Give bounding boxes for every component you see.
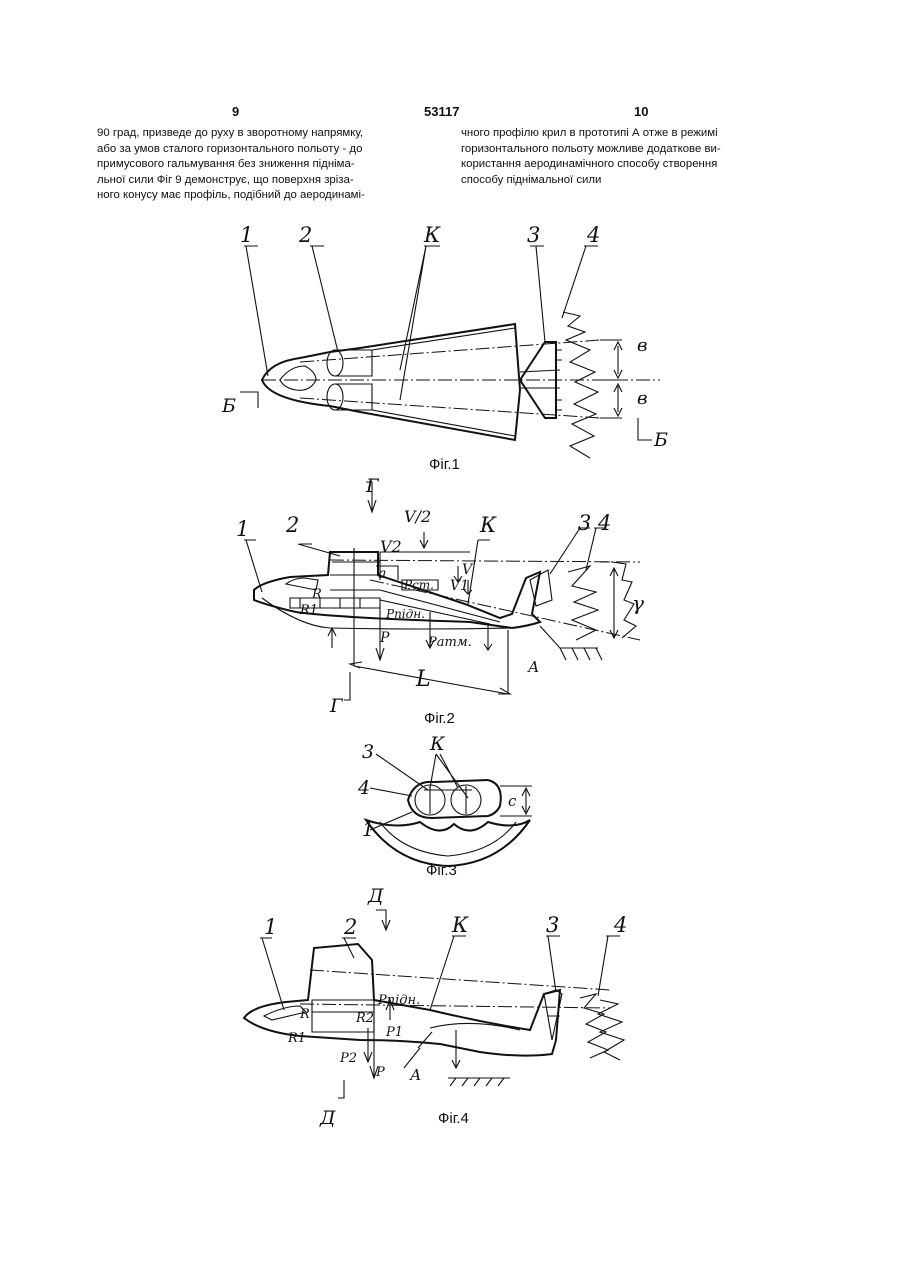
fig2-label-p: P xyxy=(379,630,390,646)
fig4-label-r1: R1 xyxy=(287,1031,306,1046)
fig4-label-r: R xyxy=(299,1007,310,1022)
fig4-label-4: 4 xyxy=(613,913,627,937)
fig3-label-1: 1 xyxy=(362,819,374,841)
fig2-label-3: 3 xyxy=(578,511,591,535)
fig3-label-c: с xyxy=(508,792,517,810)
fig4-drawing: 1 2 К 3 4 Д Д Pпідн. R2 R R1 P1 P2 P А xyxy=(244,885,627,1129)
fig4-label-p1: P1 xyxy=(385,1025,403,1040)
fig2-section-bottom: Г xyxy=(329,695,344,717)
fig2-label-4: 4 xyxy=(597,511,611,535)
fig2-label-l: L xyxy=(415,667,431,692)
fig1-label-1: 1 xyxy=(240,223,253,247)
fig2-label-a-ground: А xyxy=(527,658,539,676)
fig1-section-left: Б xyxy=(221,395,236,417)
fig2-label-v2: V2 xyxy=(380,537,402,556)
fig4-label-3: 3 xyxy=(546,913,559,937)
fig2-label-pst: Pст. xyxy=(403,578,434,592)
fig4-label-ppid: Pпідн. xyxy=(377,993,420,1008)
fig4-label-a-ground: А xyxy=(409,1066,421,1084)
fig2-label-ppid: Pпідн. xyxy=(385,607,425,621)
fig1-label-2: 2 xyxy=(298,223,312,247)
fig2-label-2: 2 xyxy=(285,513,299,537)
fig3-label-4: 4 xyxy=(357,777,370,799)
fig2-label-r1: R1 xyxy=(299,603,318,618)
fig4-label-p: P xyxy=(375,1065,385,1080)
fig2-label-k: К xyxy=(479,513,497,537)
fig2-label-r: R xyxy=(311,587,322,602)
fig3-drawing: К 3 4 1 с xyxy=(357,733,532,866)
fig4-section-bottom: Д xyxy=(319,1107,336,1129)
fig1-drawing: 1 2 К 3 4 в в Б Б xyxy=(221,223,668,458)
fig2-section-top: Г xyxy=(365,475,380,497)
fig2-drawing: 1 2 К 3 4 Г Г V/2 V2 V V1 а Pст. Pпідн. … xyxy=(236,475,644,717)
fig1-label-4: 4 xyxy=(586,223,600,247)
fig3-label-3: 3 xyxy=(362,741,374,763)
fig2-label-gamma: γ xyxy=(632,591,644,615)
fig4-label-1: 1 xyxy=(264,915,277,939)
fig4-label-k: К xyxy=(451,913,469,937)
fig4-section-top: Д xyxy=(367,885,384,907)
fig2-label-v12: V/2 xyxy=(404,507,431,526)
fig3-label-k: К xyxy=(429,733,446,755)
fig2-label-a: а xyxy=(378,566,386,582)
fig4-label-p2: P2 xyxy=(339,1051,357,1066)
fig1-label-k: К xyxy=(423,223,441,247)
fig4-label-2: 2 xyxy=(343,915,357,939)
fig1-label-b-upper: в xyxy=(637,335,647,356)
fig4-label-r2: R2 xyxy=(355,1011,374,1026)
fig1-label-3: 3 xyxy=(527,223,540,247)
fig1-label-b-lower: в xyxy=(637,388,647,409)
fig2-label-patm: Pатм. xyxy=(427,635,472,650)
fig2-label-v1: V1 xyxy=(450,578,469,594)
fig2-label-1: 1 xyxy=(236,517,249,541)
fig1-section-right: Б xyxy=(653,429,668,451)
